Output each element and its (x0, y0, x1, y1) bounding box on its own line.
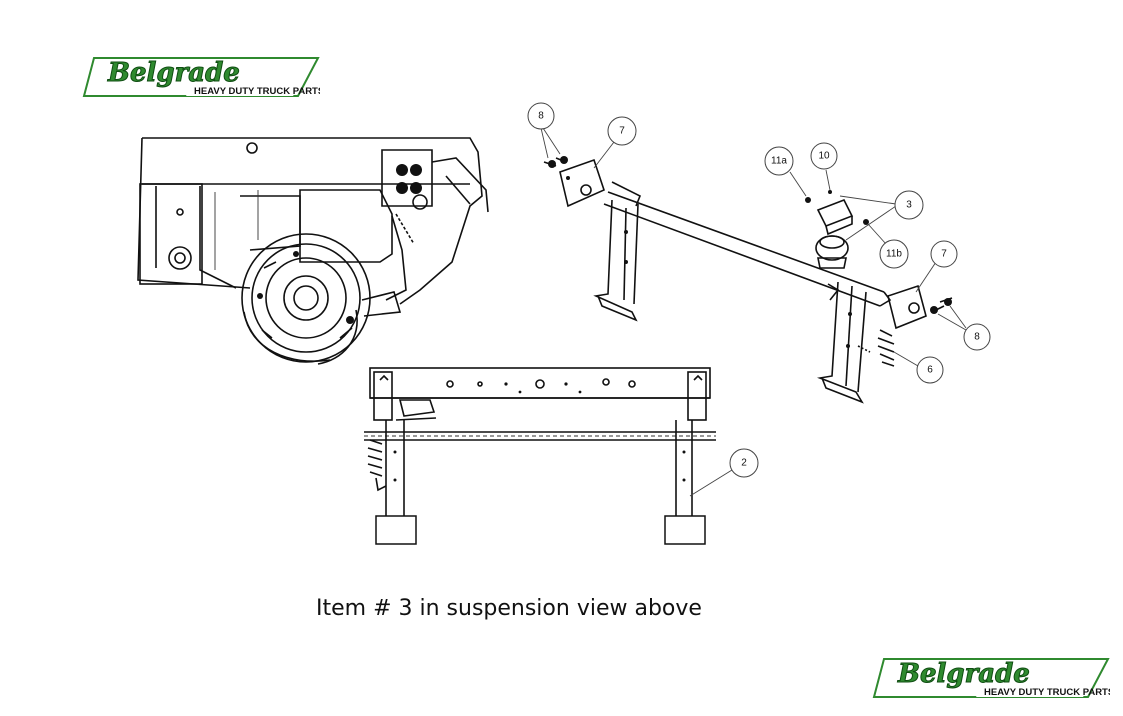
callout-3: 3 (839, 190, 924, 241)
callout-7-left: 7 (593, 116, 637, 169)
callout-11a: 11a (764, 146, 807, 197)
callout-2: 2 (689, 448, 759, 497)
front-view-drawing (364, 367, 716, 545)
callout-label: 6 (927, 365, 933, 376)
logo-tagline: HEAVY DUTY TRUCK PARTS (984, 687, 1110, 698)
callout-label: 2 (741, 458, 747, 469)
callout-7-right: 7 (915, 240, 958, 293)
callout-label: 7 (619, 126, 625, 137)
side-view-drawing (137, 137, 489, 365)
diagram-caption: Item # 3 in suspension view above (316, 596, 702, 621)
callout-6: 6 (893, 351, 944, 384)
callout-11b: 11b (867, 223, 909, 269)
belgrade-logo-top: Belgrade HEAVY DUTY TRUCK PARTS (82, 54, 320, 100)
logo-wordmark: Belgrade (107, 58, 240, 88)
callout-8-left: 8 (527, 102, 561, 159)
callout-label: 11a (771, 156, 787, 167)
callout-label: 7 (941, 249, 947, 260)
callout-label: 3 (906, 200, 912, 211)
callout-10: 10 (810, 142, 838, 191)
callout-label: 8 (974, 332, 980, 343)
callout-label: 11b (886, 249, 902, 260)
callout-label: 8 (538, 111, 544, 122)
logo-tagline: HEAVY DUTY TRUCK PARTS (194, 86, 320, 97)
callout-label: 10 (818, 151, 830, 162)
belgrade-logo-bottom: Belgrade HEAVY DUTY TRUCK PARTS (872, 655, 1110, 701)
callout-8-right: 8 (937, 305, 991, 351)
logo-wordmark: Belgrade (897, 659, 1030, 689)
belgrade-logo-bottom-graphic: Belgrade HEAVY DUTY TRUCK PARTS (872, 658, 1110, 698)
isometric-exploded-view (543, 156, 953, 404)
belgrade-logo-top-graphic: Belgrade HEAVY DUTY TRUCK PARTS (82, 57, 320, 97)
